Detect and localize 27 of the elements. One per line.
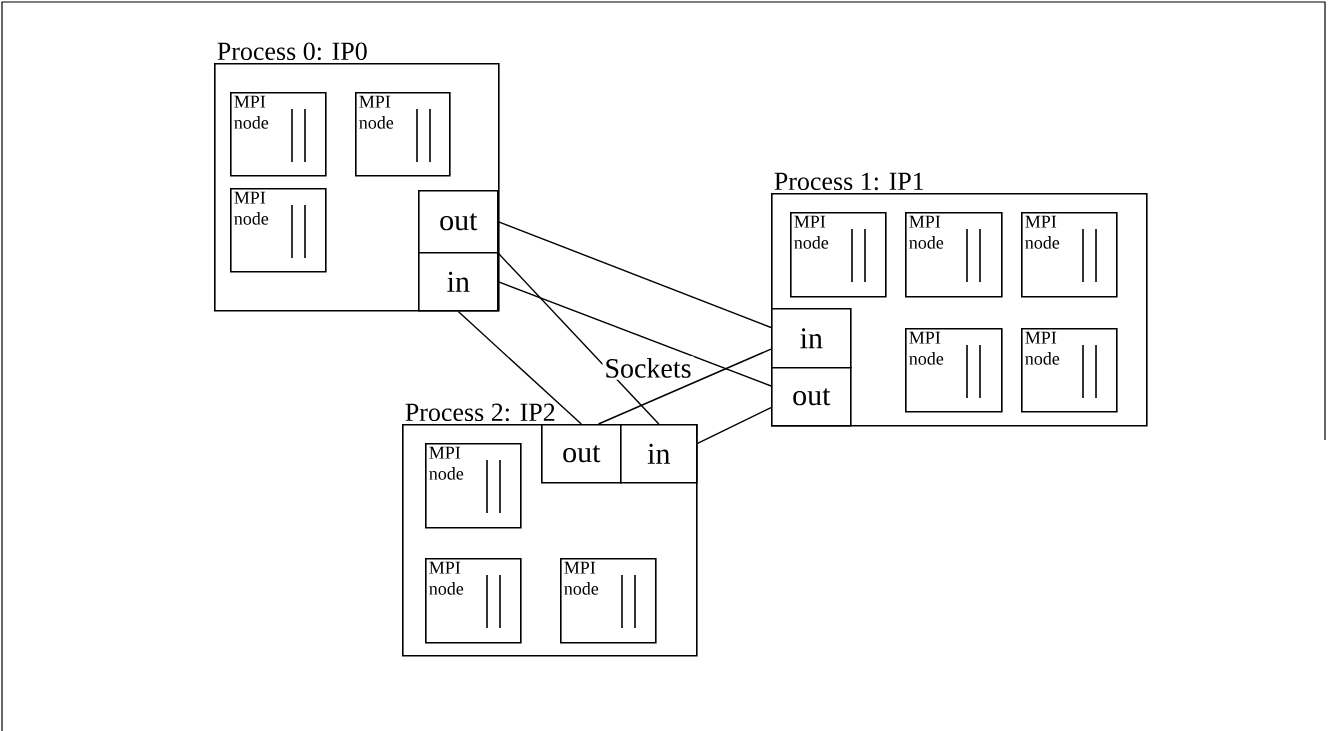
connector-line (497, 221, 772, 329)
mpi-node-box: MPI node (230, 188, 327, 273)
mpi-node-box: MPI node (560, 558, 657, 644)
socket-port-box: out (771, 367, 852, 427)
connector-line (696, 406, 772, 445)
mpi-node-box: MPI node (1021, 328, 1118, 413)
mpi-node-box: MPI node (905, 328, 1003, 413)
mpi-node-box: MPI node (425, 558, 522, 644)
mpi-node-box: MPI node (790, 212, 887, 298)
node-label: Process 2: IP2 (405, 403, 555, 422)
connector-line (497, 281, 772, 387)
connector-line (597, 348, 772, 425)
socket-port-box: out (541, 424, 622, 484)
node-label: Process 1: IP1 (774, 172, 924, 191)
mpi-node-box: MPI node (230, 92, 327, 177)
node-label: Process 0: IP0 (217, 42, 367, 61)
mpi-node-box: MPI node (355, 92, 451, 177)
socket-port-box: in (620, 424, 698, 484)
socket-port-box: in (418, 252, 499, 312)
connector-line (497, 252, 660, 425)
socket-port-box: out (418, 190, 499, 254)
mpi-node-box: MPI node (905, 212, 1003, 298)
socket-port-box: in (771, 308, 852, 369)
mpi-node-box: MPI node (425, 443, 522, 529)
mpi-node-box: MPI node (1021, 212, 1118, 298)
sockets-label: Sockets (602, 356, 694, 380)
connector-line (457, 310, 582, 425)
